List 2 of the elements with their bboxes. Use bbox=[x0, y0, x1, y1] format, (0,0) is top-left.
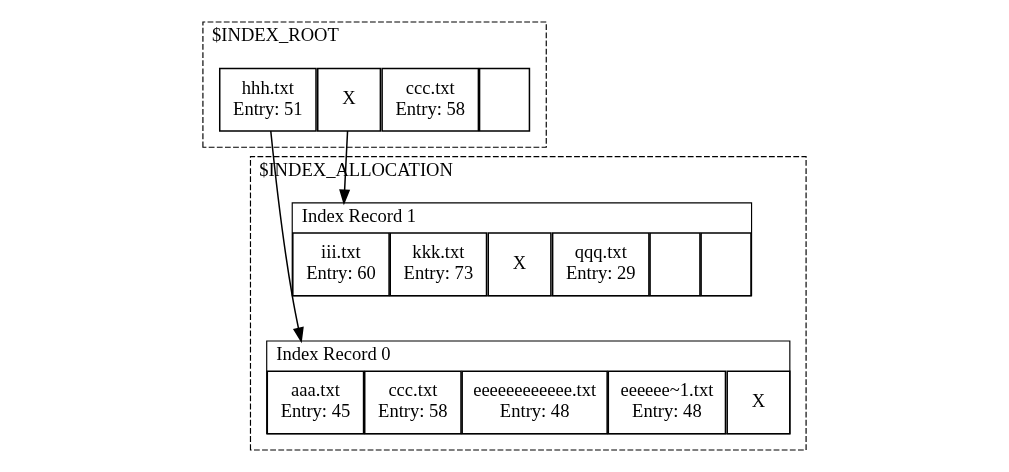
node-label: Index Record 1 bbox=[301, 205, 417, 227]
node-label: Index Record 0 bbox=[276, 343, 391, 365]
